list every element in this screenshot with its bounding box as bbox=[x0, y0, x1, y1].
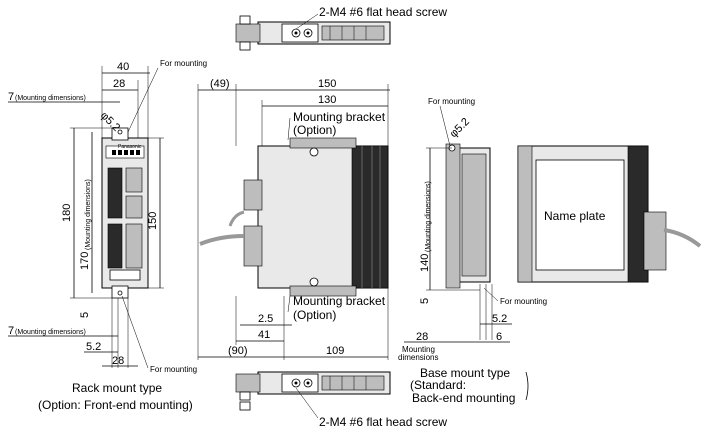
dim-52-base: 5.2 bbox=[492, 313, 507, 325]
dim-49: (49) bbox=[210, 78, 230, 90]
dim-40: 40 bbox=[117, 61, 129, 73]
dim-130: 130 bbox=[318, 94, 336, 106]
for-mounting-base-bot: For mounting bbox=[500, 297, 547, 306]
dim-28-base: 28 bbox=[416, 331, 428, 343]
dim-180: 180 bbox=[61, 204, 73, 222]
dim-150-front: 150 bbox=[147, 212, 159, 230]
dim-90: (90) bbox=[228, 345, 248, 357]
dim-6: 6 bbox=[496, 331, 502, 343]
for-mounting-base-top: For mounting bbox=[428, 97, 475, 106]
dim-phi-52-base: φ5.2 bbox=[448, 116, 472, 140]
base-caption-line1: Base mount type bbox=[420, 366, 510, 380]
dim-25: 2.5 bbox=[258, 313, 273, 325]
mount-dims-line2: dimensions bbox=[398, 353, 438, 362]
dim-5-base: 5 bbox=[419, 298, 431, 304]
dim-170: 170 bbox=[79, 252, 91, 270]
top-screw-label: 2-M4 #6 flat head screw bbox=[319, 5, 447, 19]
dim-41: 41 bbox=[258, 329, 270, 341]
mount-dim-bot-text: (Mounting dimensions) bbox=[15, 329, 86, 336]
dim-109: 109 bbox=[326, 345, 344, 357]
rack-caption-line1: Rack mount type bbox=[72, 381, 162, 395]
dim-28-top: 28 bbox=[113, 78, 125, 90]
front-view-unit bbox=[101, 127, 149, 299]
top-view-unit bbox=[235, 13, 391, 51]
bracket-bot-line2: (Option) bbox=[293, 308, 336, 322]
base-front-unit bbox=[517, 145, 702, 283]
mount-dim-top-text: (Mounting dimensions) bbox=[15, 95, 86, 102]
bracket-top-line1: Mounting bracket bbox=[293, 110, 386, 124]
bracket-bot-line1: Mounting bracket bbox=[293, 294, 386, 308]
rack-caption-line2: (Option: Front-end mounting) bbox=[38, 398, 193, 412]
base-caption-line3: Back-end mounting bbox=[412, 391, 515, 405]
base-caption-paren bbox=[525, 371, 529, 401]
base-side-unit bbox=[445, 143, 491, 289]
dim-170-text: (Mounting dimensions) bbox=[85, 179, 92, 250]
dim-5-front: 5 bbox=[79, 312, 91, 318]
mount-dim-top-value: 7 bbox=[8, 91, 14, 103]
base-caption-line2: (Standard: bbox=[410, 378, 466, 392]
bracket-top-line2: (Option) bbox=[293, 123, 336, 137]
dim-28-bot: 28 bbox=[112, 355, 124, 367]
brand-label: Panasonic bbox=[118, 144, 142, 150]
dim-52-front: 5.2 bbox=[86, 341, 101, 353]
side-view-unit bbox=[199, 137, 389, 297]
name-plate-label: Name plate bbox=[544, 209, 606, 223]
bottom-view-unit bbox=[235, 371, 391, 419]
dim-150-side: 150 bbox=[318, 78, 336, 90]
dim-140: 140 bbox=[419, 254, 431, 272]
mount-dims-line1: Mounting bbox=[402, 345, 435, 354]
for-mounting-front-bot: For mounting bbox=[150, 365, 197, 374]
dim-140-text: (Mounting dimensions) bbox=[425, 181, 432, 252]
mount-dim-bot-value: 7 bbox=[8, 325, 14, 337]
for-mounting-front-top: For mounting bbox=[160, 59, 207, 68]
bottom-screw-label: 2-M4 #6 flat head screw bbox=[319, 415, 447, 429]
